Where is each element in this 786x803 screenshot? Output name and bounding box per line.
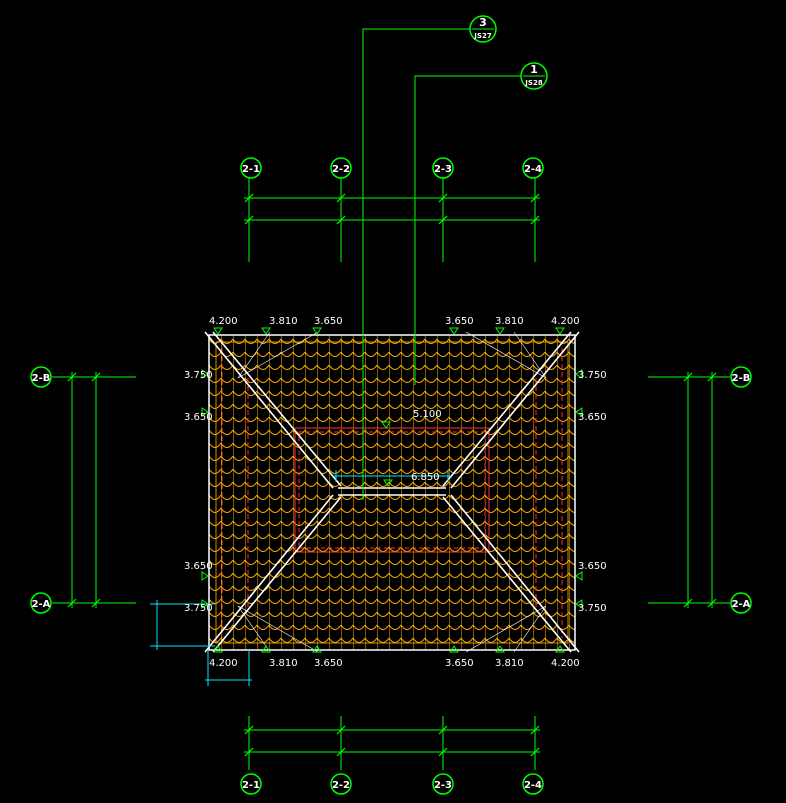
detail-sheet: JS27 — [473, 32, 492, 40]
dimension-lines — [150, 470, 451, 686]
elevation-top-3: 3.650 — [314, 316, 343, 327]
svg-text:2-3: 2-3 — [434, 164, 452, 175]
roof-outline-inner — [215, 341, 569, 644]
elevation-right-2: 3.650 — [578, 412, 607, 423]
elevation-right-3: 3.650 — [578, 561, 607, 572]
elevation-right-4: 3.750 — [578, 603, 607, 614]
elevation-left-4: 3.750 — [184, 603, 213, 614]
svg-text:2-A: 2-A — [732, 599, 751, 610]
upper-roof-outline-offset — [298, 431, 486, 549]
elevation-labels: 4.200 3.810 3.650 3.650 3.810 4.200 4.20… — [184, 316, 607, 669]
axis-bubble-top-1[interactable]: 2-1 — [240, 157, 262, 179]
elevation-right-1: 3.750 — [578, 370, 607, 381]
elevation-bottom-6: 4.200 — [551, 658, 580, 669]
detail-sheet: JS28 — [524, 79, 543, 87]
svg-text:2-3: 2-3 — [434, 780, 452, 791]
hidden-ridge-lines — [221, 348, 563, 638]
roof-area — [204, 331, 580, 653]
svg-text:2-4: 2-4 — [524, 780, 542, 791]
axis-bubble-right-a[interactable]: 2-A — [730, 592, 752, 614]
detail-number: 3 — [479, 16, 487, 29]
elevation-ridge-top: 5.100 — [413, 409, 442, 420]
upper-roof-outline — [294, 427, 490, 553]
svg-text:2-A: 2-A — [32, 599, 51, 610]
hip-ridges — [204, 331, 580, 653]
elevation-bottom-2: 3.810 — [269, 658, 298, 669]
elevation-bottom-1: 4.200 — [209, 658, 238, 669]
elevation-top-5: 3.810 — [495, 316, 524, 327]
elevation-left-1: 3.750 — [184, 370, 213, 381]
roof-tiles — [208, 334, 576, 651]
axis-bubble-top-4[interactable]: 2-4 — [522, 157, 544, 179]
axis-bubble-top-3[interactable]: 2-3 — [432, 157, 454, 179]
elevation-bottom-4: 3.650 — [445, 658, 474, 669]
axis-bubbles: 2-1 2-2 2-3 2-4 2-1 2-2 2-3 2-4 — [30, 157, 752, 795]
axis-bubble-bottom-4[interactable]: 2-4 — [522, 773, 544, 795]
elevation-bottom-3: 3.650 — [314, 658, 343, 669]
svg-text:2-2: 2-2 — [332, 780, 350, 791]
svg-text:2-2: 2-2 — [332, 164, 350, 175]
valley-lines — [237, 331, 547, 653]
svg-text:2-4: 2-4 — [524, 164, 542, 175]
axis-bubble-left-b[interactable]: 2-B — [30, 366, 52, 388]
elevation-top-6: 4.200 — [551, 316, 580, 327]
detail-marker-3[interactable]: 3 JS27 — [469, 15, 497, 43]
elevation-left-2: 3.650 — [184, 412, 213, 423]
axis-bubble-bottom-1[interactable]: 2-1 — [240, 773, 262, 795]
svg-text:2-B: 2-B — [32, 373, 51, 384]
svg-text:2-1: 2-1 — [242, 164, 260, 175]
axis-bubble-top-2[interactable]: 2-2 — [330, 157, 352, 179]
axis-ticks — [67, 193, 717, 757]
detail-marker-1[interactable]: 1 JS28 — [520, 62, 548, 90]
elevation-left-3: 3.650 — [184, 561, 213, 572]
elevation-top-1: 4.200 — [209, 316, 238, 327]
elevation-ridge-center: 6.850 — [411, 472, 440, 483]
detail-leader-3 — [362, 28, 470, 488]
elevation-bottom-5: 3.810 — [495, 658, 524, 669]
elevation-top-4: 3.650 — [445, 316, 474, 327]
svg-text:2-1: 2-1 — [242, 780, 260, 791]
axis-bubble-right-b[interactable]: 2-B — [730, 366, 752, 388]
axis-bubble-bottom-3[interactable]: 2-3 — [432, 773, 454, 795]
axis-bubble-left-a[interactable]: 2-A — [30, 592, 52, 614]
elevation-top-2: 3.810 — [269, 316, 298, 327]
axis-bubble-bottom-2[interactable]: 2-2 — [330, 773, 352, 795]
elevation-triangles — [201, 327, 583, 653]
detail-number: 1 — [530, 63, 538, 76]
detail-leader-1 — [414, 75, 521, 385]
svg-text:2-B: 2-B — [732, 373, 751, 384]
